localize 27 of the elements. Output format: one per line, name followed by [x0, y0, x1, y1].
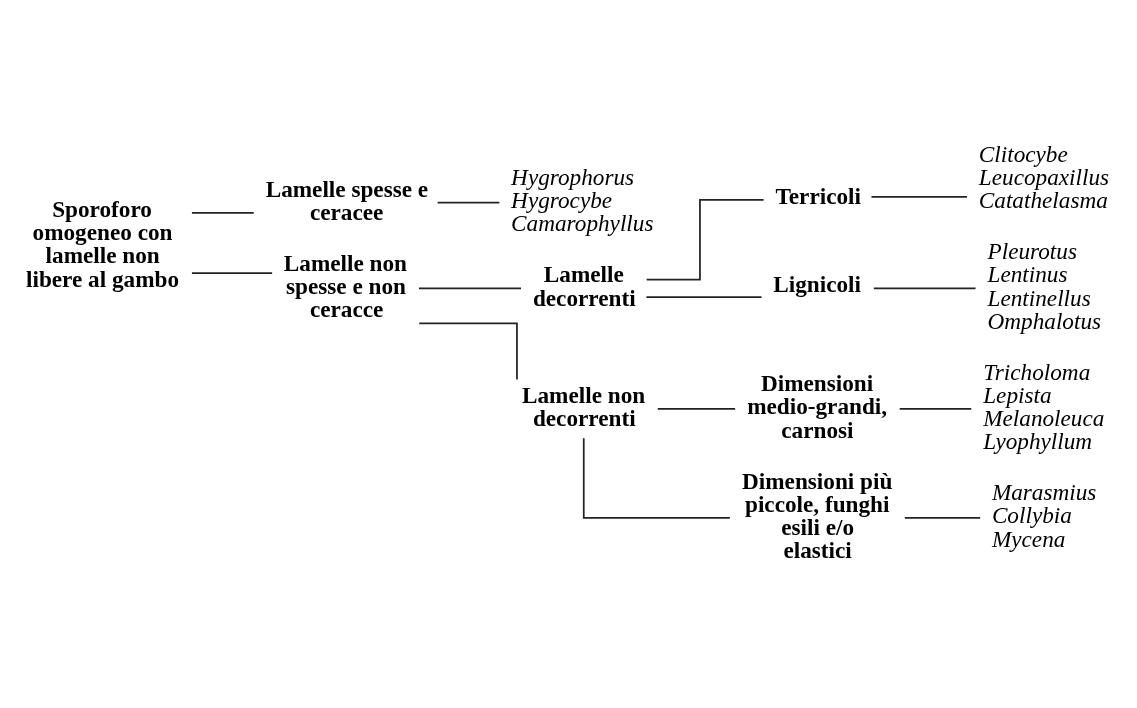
node-text: Lamelle non decorrenti: [522, 381, 646, 431]
connector: [645, 295, 763, 298]
node-text: Lamelle non spesse e non ceracce: [283, 249, 408, 322]
connector: [191, 211, 255, 214]
connector: [582, 436, 731, 519]
connector: [656, 407, 737, 410]
node-text: Terricoli: [775, 182, 862, 209]
connector: [418, 287, 522, 289]
node-text: Hygrophorus Hygrocybe Camarophyllus: [511, 163, 654, 236]
connector: [418, 321, 518, 380]
node-text: Clitocybe Leucopaxillus Catathelasma: [978, 140, 1110, 213]
connector: [872, 287, 977, 289]
connector: [903, 516, 982, 519]
node-text: Dimensioni più piccole, funghi esili e/o elastici: [742, 467, 893, 563]
node-text: Marasmius Collybia Mycena: [991, 478, 1097, 552]
node-text: Pleurotus Lentinus Lentinellus Omphalotus: [987, 237, 1102, 334]
node-text: Dimensioni medio-grandi, carnosi: [747, 369, 888, 443]
node-text: Tricholoma Lepista Melanoleuca Lyophyllum: [983, 358, 1105, 454]
connector: [436, 201, 501, 204]
node-text: Sporoforo omogeneo con lamelle non libere al gambo: [26, 195, 180, 292]
node-text: Lamelle decorrenti: [532, 260, 636, 311]
node-text: Lignicoli: [773, 270, 862, 297]
node-text: Lamelle spesse e ceracee: [265, 175, 429, 225]
connector: [645, 198, 765, 281]
connector: [870, 195, 968, 198]
connector: [898, 407, 973, 410]
connector: [191, 271, 273, 274]
